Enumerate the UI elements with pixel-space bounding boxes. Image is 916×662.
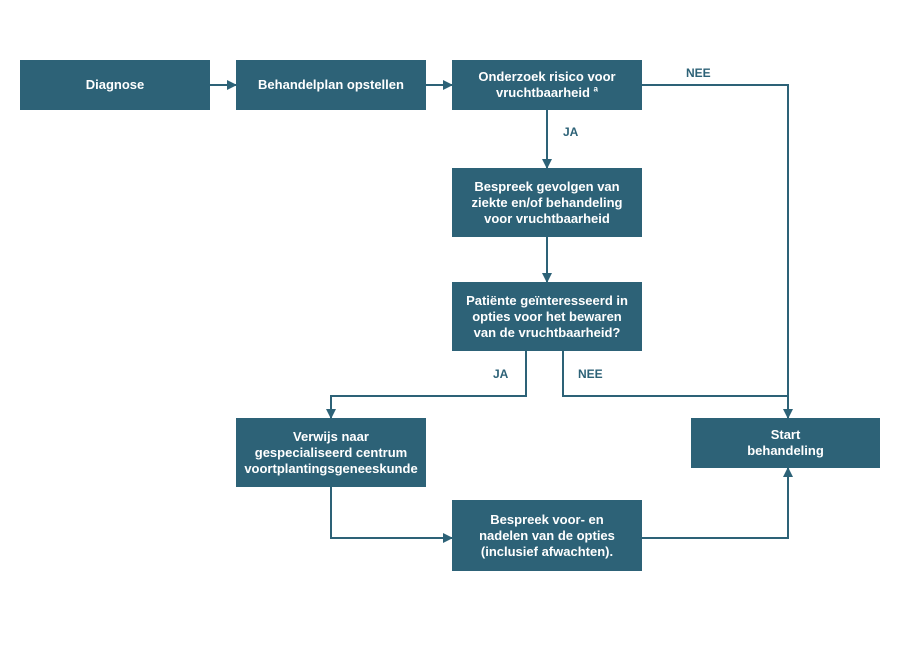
node-geinteresseerd: Patiënte geïnteresseerd in opties voor h…	[452, 282, 642, 351]
node-diagnose-label: Diagnose	[85, 77, 145, 92]
edge-label-ja-top: JA	[563, 125, 579, 139]
arrow-bespreek-opties-to-start	[642, 467, 793, 539]
arrow-verwijs-to-bespreek-opties	[330, 487, 453, 543]
node-start-label: Start behandeling	[747, 427, 824, 458]
node-bespreek-opties: Bespreek voor- en nadelen van de opties …	[452, 500, 642, 571]
node-behandelplan-label: Behandelplan opstellen	[258, 77, 404, 92]
node-behandelplan: Behandelplan opstellen	[236, 60, 426, 110]
arrow-onderzoek-nee-to-start	[642, 84, 793, 419]
edge-label-nee-top: NEE	[686, 66, 711, 80]
arrow-geinteresseerd-nee-to-start	[562, 351, 788, 397]
node-bespreek-gevolgen-label: Bespreek gevolgen van ziekte en/of behan…	[471, 178, 623, 226]
edge-label-ja-bottom: JA	[493, 367, 509, 381]
node-bespreek-opties-label: Bespreek voor- en nadelen van de opties …	[479, 511, 615, 559]
node-diagnose: Diagnose	[20, 60, 210, 110]
arrow-geinteresseerd-ja-to-verwijs	[326, 351, 527, 419]
node-verwijs-label: Verwijs naar gespecialiseerd centrum voo…	[244, 428, 418, 476]
edge-label-nee-bottom: NEE	[578, 367, 603, 381]
node-geinteresseerd-label: Patiënte geïnteresseerd in opties voor h…	[466, 292, 628, 340]
node-start: Start behandeling	[691, 418, 880, 468]
node-onderzoek: Onderzoek risico voor vruchtbaarheid a	[452, 60, 642, 110]
node-bespreek-gevolgen: Bespreek gevolgen van ziekte en/of behan…	[452, 168, 642, 237]
node-onderzoek-footnote: a	[593, 84, 598, 94]
node-onderzoek-label: Onderzoek risico voor vruchtbaarheid a	[476, 69, 618, 101]
node-onderzoek-text: Onderzoek risico voor vruchtbaarheid	[478, 69, 616, 100]
node-verwijs: Verwijs naar gespecialiseerd centrum voo…	[236, 418, 426, 487]
